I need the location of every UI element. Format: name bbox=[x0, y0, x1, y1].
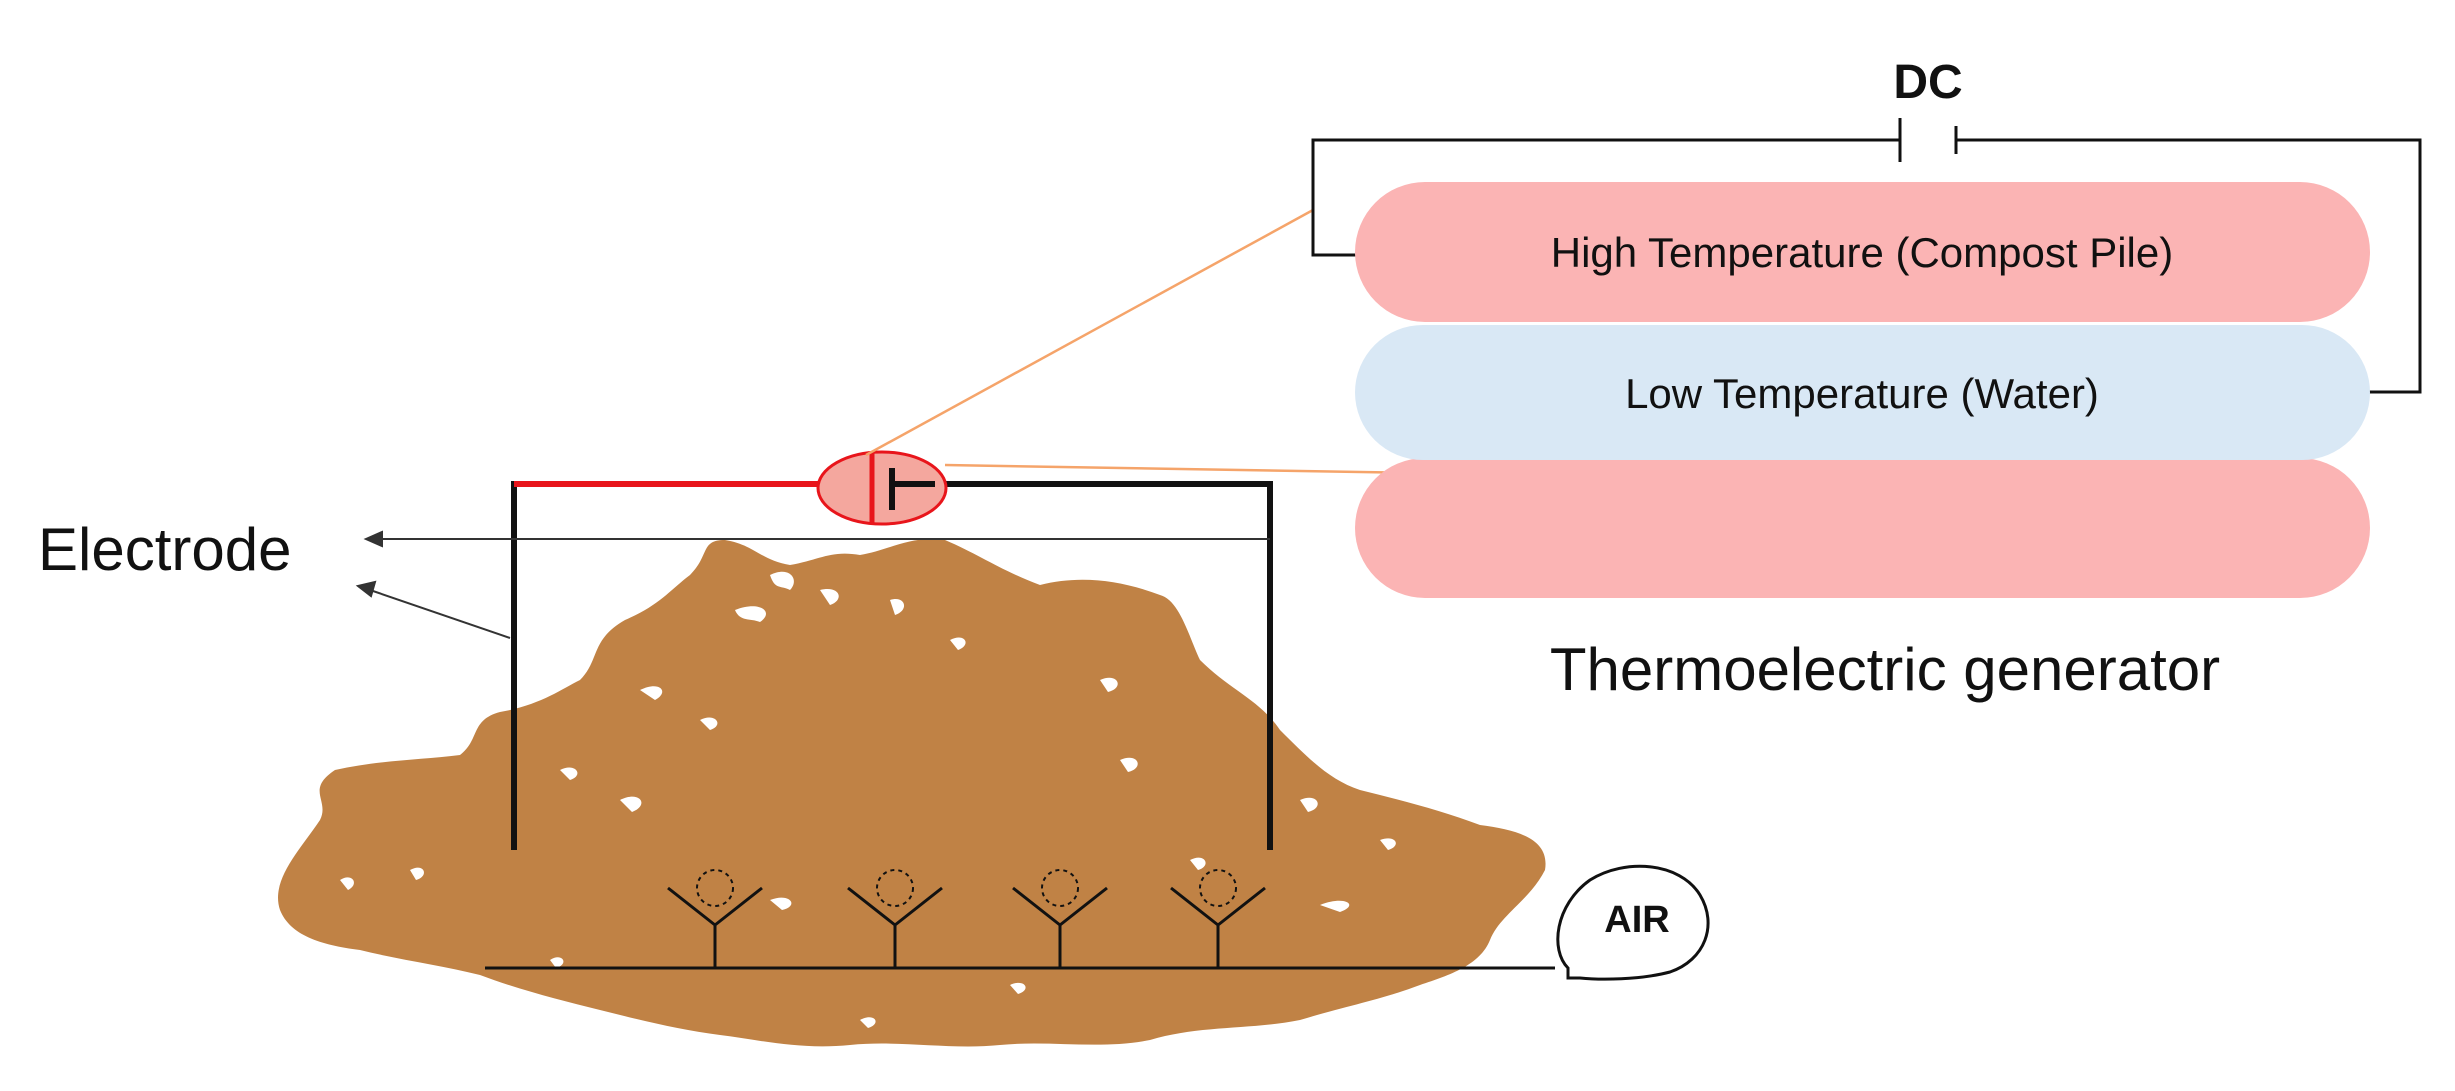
teg-hot-plate-bottom bbox=[1355, 458, 2370, 598]
hot-plate-label: High Temperature (Compost Pile) bbox=[1551, 229, 2173, 276]
air-pump-icon: AIR bbox=[1556, 864, 1710, 981]
air-diffuser-icon bbox=[1012, 869, 1108, 968]
dc-circuit bbox=[1311, 118, 2422, 394]
compost-pile-body bbox=[278, 538, 1546, 1047]
air-diffuser-icon bbox=[847, 869, 943, 968]
cold-plate-label: Low Temperature (Water) bbox=[1625, 370, 2099, 417]
electrode-label: Electrode bbox=[38, 516, 291, 583]
teg-caption: Thermoelectric generator bbox=[1550, 636, 2220, 703]
teg-hot-plate bbox=[1355, 182, 2370, 322]
thermoelectric-generator: DC High Temperature (Compost Pile) Low T… bbox=[1311, 56, 2422, 703]
compost-texture bbox=[340, 571, 1396, 1028]
air-diffuser-icon bbox=[667, 869, 763, 968]
compost-pile bbox=[278, 538, 1546, 1047]
battery-icon bbox=[816, 450, 948, 526]
air-label: AIR bbox=[1604, 899, 1669, 941]
dc-label: DC bbox=[1893, 56, 1962, 109]
zoom-leader-lines bbox=[865, 208, 1421, 475]
air-diffuser-icon bbox=[1170, 869, 1266, 968]
electrode-right bbox=[890, 481, 1273, 850]
electrode-circuit bbox=[511, 481, 1273, 850]
air-diffuser-system bbox=[485, 869, 1555, 970]
teg-cold-plate bbox=[1355, 325, 2370, 460]
electrode-pointers bbox=[355, 530, 1270, 639]
